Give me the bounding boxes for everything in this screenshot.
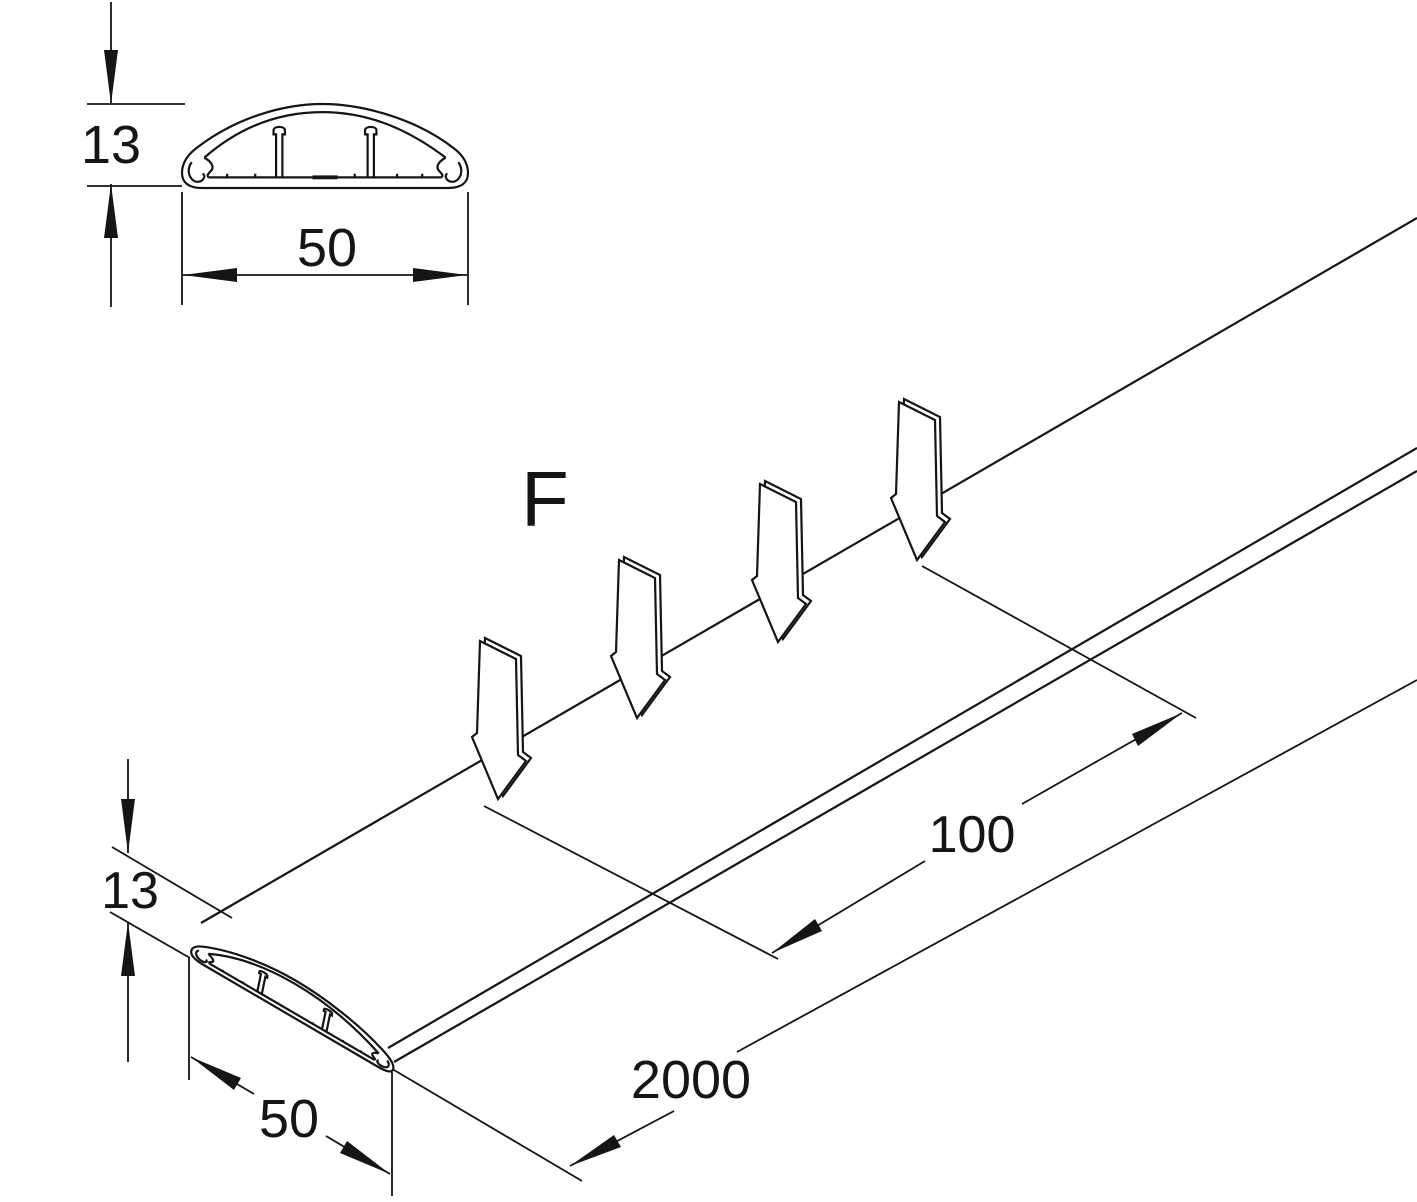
height-dim-label-2d: 13: [81, 115, 141, 175]
height-dim-label-3d: 13: [101, 862, 159, 920]
force-arrow-front-face: [470, 639, 528, 802]
front-top-edge: [387, 447, 1417, 1049]
extension-line: [109, 911, 191, 959]
arrowhead: [104, 184, 118, 238]
arrowhead: [183, 268, 237, 282]
bottom-front-edge: [393, 470, 1417, 1063]
force-arrows: [470, 397, 952, 802]
cross-section-view: 13 50: [81, 2, 468, 307]
force-arrow-down-icon: [750, 479, 813, 645]
force-label: F: [521, 455, 569, 543]
dim-length-2000: 2000: [393, 679, 1417, 1182]
arrowhead: [121, 799, 135, 853]
end-face-profile: [190, 923, 399, 1075]
arrowhead: [413, 268, 467, 282]
extension-line: [921, 565, 1197, 719]
dim-height-2d: 13: [81, 2, 185, 307]
dim-height-3d: 13: [101, 759, 233, 1062]
extension-line: [393, 1069, 583, 1182]
length-dim-label: 2000: [631, 1050, 751, 1110]
isometric-view: 13 50 100 2000 F: [101, 217, 1417, 1196]
force-arrow-front-face: [750, 482, 808, 645]
arrowhead: [1132, 713, 1182, 746]
arrowhead: [104, 50, 118, 104]
arrowhead: [191, 1057, 241, 1090]
force-arrow-down-icon: [470, 636, 533, 802]
arrowhead: [340, 1141, 390, 1174]
duct-body: [200, 217, 1417, 1063]
spacing-dim-label: 100: [929, 806, 1016, 864]
force-arrow-down-icon: [889, 397, 952, 563]
dim-spacing-100: 100: [483, 565, 1197, 960]
arrowhead: [121, 922, 135, 976]
force-arrow-front-face: [609, 558, 667, 721]
extension-line: [111, 846, 233, 919]
cross-section-profile: [182, 104, 468, 188]
width-dim-label-2d: 50: [297, 218, 357, 278]
width-dim-label-3d: 50: [259, 1089, 319, 1149]
back-top-edge: [200, 217, 1417, 924]
dim-width-3d: 50: [188, 958, 393, 1196]
arrowhead: [772, 919, 822, 953]
extension-line: [483, 805, 779, 960]
arrowhead: [570, 1135, 621, 1166]
force-arrow-front-face: [889, 400, 947, 563]
dim-width-2d: 50: [181, 192, 469, 305]
force-arrow-down-icon: [609, 555, 672, 721]
